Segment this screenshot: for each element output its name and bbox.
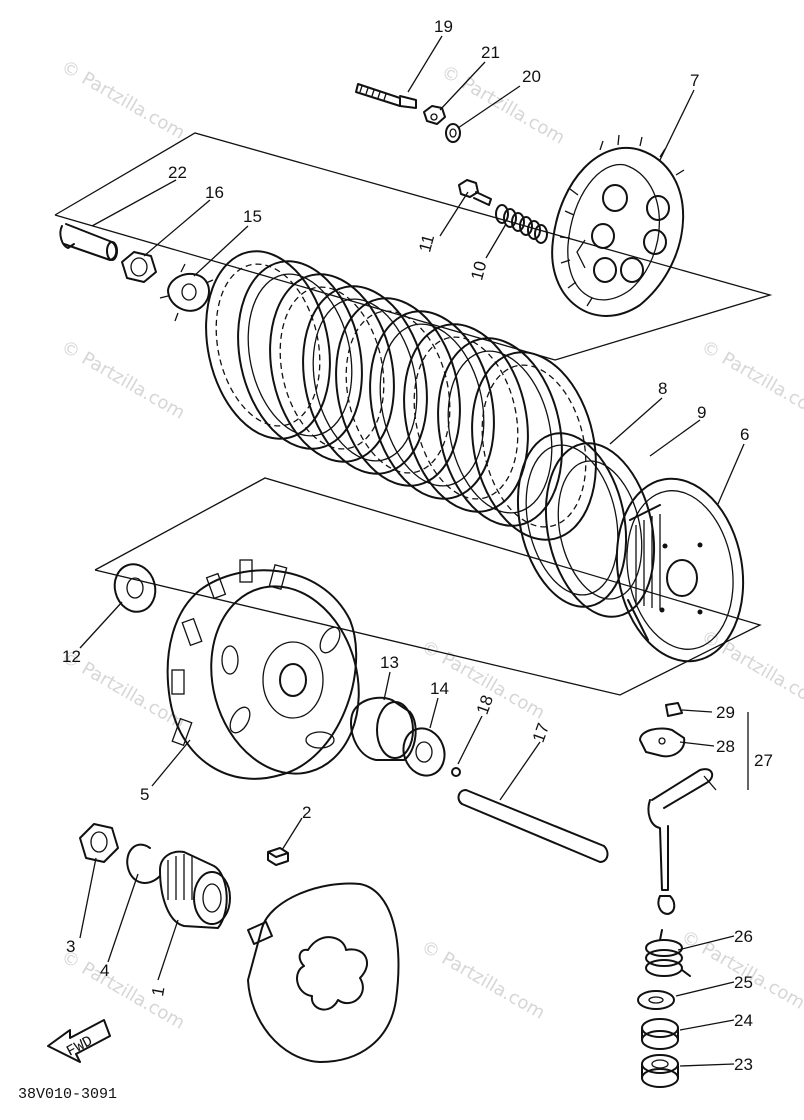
pressure-plate-part (551, 134, 685, 317)
watermark: © Partzilla.com (418, 936, 549, 1024)
clutch-nut-part (121, 251, 157, 283)
callout-7: 7 (690, 71, 699, 90)
callout-10: 10 (467, 259, 490, 282)
callout-9: 9 (697, 403, 706, 422)
leader-lines (79, 35, 749, 1067)
seat-plate-part (544, 442, 656, 618)
pressure-plate-group-frame-edge (54, 214, 556, 361)
cushion-spring-part (516, 432, 628, 608)
callout-29: 29 (716, 703, 735, 722)
lock-washer-part (159, 263, 214, 322)
spring-bolt-part (458, 179, 492, 206)
primary-drive-gear-part (159, 850, 231, 929)
callout-16: 16 (205, 183, 224, 202)
pressure-plate-group-frame (54, 132, 773, 361)
callout-23: 23 (734, 1055, 753, 1074)
callout-26: 26 (734, 927, 753, 946)
callout-22: 22 (168, 163, 187, 182)
key-part (267, 847, 289, 866)
clutch-pack-group-frame (94, 477, 762, 696)
callout-19: 19 (434, 17, 453, 36)
cap-part (665, 702, 683, 717)
forward-arrow-icon: FWD (47, 1019, 111, 1063)
callout-28: 28 (716, 737, 735, 756)
callout-2: 2 (302, 803, 311, 822)
thrust-washer-part (113, 563, 157, 613)
callout-5: 5 (140, 785, 149, 804)
callout-12: 12 (62, 647, 81, 666)
crankcase-cover-part (247, 882, 400, 1063)
callout-20: 20 (522, 67, 541, 86)
watermark-layer: © Partzilla.com © Partzilla.com © Partzi… (58, 56, 804, 1034)
callout-25: 25 (734, 973, 753, 992)
lever-bearing-part (641, 1054, 679, 1088)
callout-labels: 19 21 20 7 22 16 15 11 10 8 9 6 12 5 13 … (62, 17, 773, 1074)
watermark: © Partzilla.com (438, 61, 569, 149)
spacer-part (350, 696, 417, 761)
push-rod-two-part (457, 789, 609, 863)
clutch-housing-part (166, 559, 360, 780)
spacer-washer-part (402, 727, 446, 777)
callout-14: 14 (430, 679, 449, 698)
push-rod-one-part (59, 223, 118, 261)
ball-part (451, 767, 461, 777)
callout-4: 4 (100, 961, 109, 980)
push-lever-shaft-part (647, 768, 714, 915)
watermark: © Partzilla.com (58, 336, 189, 424)
return-spring-part (645, 929, 691, 977)
callout-3: 3 (66, 937, 75, 956)
callout-6: 6 (740, 425, 749, 444)
callout-11: 11 (415, 232, 438, 254)
callout-13: 13 (380, 653, 399, 672)
callout-8: 8 (658, 379, 667, 398)
adjuster-bolt-part (355, 83, 417, 109)
primary-nut-part (79, 823, 119, 863)
callout-1: 1 (148, 985, 168, 998)
callout-17: 17 (529, 721, 553, 745)
lever-arm-part (639, 727, 686, 758)
washer-part (445, 123, 461, 143)
watermark: © Partzilla.com (698, 336, 804, 424)
fwd-label: FWD (64, 1033, 96, 1061)
callout-15: 15 (243, 207, 262, 226)
watermark: © Partzilla.com (58, 946, 189, 1034)
clutch-boss-part (615, 477, 745, 663)
lever-oil-seal-part (641, 1018, 679, 1050)
drawing-code: 38V010-3091 (18, 1086, 117, 1103)
callout-24: 24 (734, 1011, 753, 1030)
circlip-part (126, 843, 161, 884)
lever-washer-part (637, 990, 675, 1010)
friction-plates-stack (205, 250, 597, 541)
clutch-spring-part (495, 204, 548, 244)
watermark: © Partzilla.com (58, 56, 189, 144)
callout-21: 21 (481, 43, 500, 62)
callout-27: 27 (754, 751, 773, 770)
locknut-part (423, 105, 446, 125)
